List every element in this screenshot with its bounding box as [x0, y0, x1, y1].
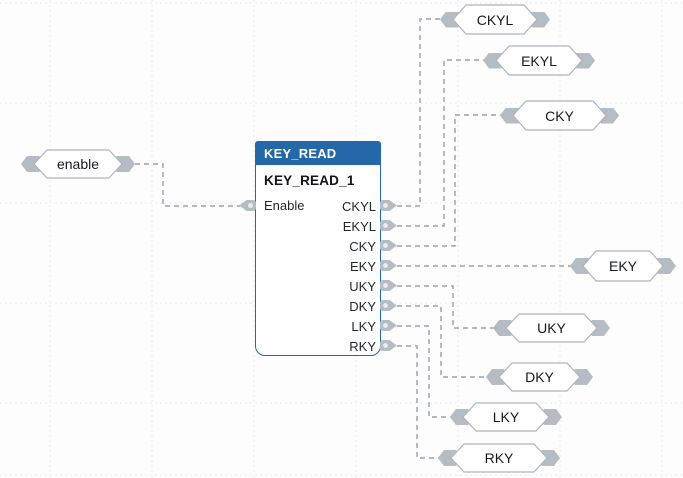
tag-hexagon [512, 100, 607, 131]
tag-label: enable [56, 156, 100, 172]
port-dot [383, 243, 388, 248]
port-dot [383, 283, 388, 288]
port-dot [383, 203, 388, 208]
tag-label: CKYL [476, 11, 514, 28]
block-instance-name: KEY_READ_1 [264, 173, 355, 188]
output-port-ekyl[interactable] [380, 220, 397, 231]
output-port-lky[interactable] [380, 320, 397, 331]
input-port-enable[interactable] [239, 200, 256, 211]
block-row-uky: UKY [256, 276, 380, 296]
wire-ckyl[interactable] [397, 18, 441, 207]
tag-hexagon [582, 250, 664, 282]
tag-enable[interactable]: enable [21, 149, 135, 179]
wire-ekyl[interactable] [397, 59, 484, 227]
tag-dky[interactable]: DKY [486, 362, 593, 392]
wire-enable-to-block[interactable] [135, 163, 240, 207]
tag-label: UKY [537, 320, 566, 336]
block-row-ckyl: CKYL [256, 196, 380, 216]
tag-label: EKYL [521, 52, 557, 69]
wire-rky[interactable] [397, 345, 439, 459]
output-pin-label-lky: LKY [351, 318, 376, 334]
tag-eky[interactable]: EKY [570, 250, 676, 282]
input-pin-label-enable: Enable [264, 198, 305, 213]
output-pin-label-eky: EKY [349, 258, 376, 274]
block-pin-rows: CKYL EKYL CKY EKY UKY DKY LKY RKY Enable [256, 196, 380, 356]
output-port-cky[interactable] [380, 240, 397, 251]
output-port-dky[interactable] [380, 300, 397, 311]
port-dot [383, 263, 388, 268]
port-dot [383, 323, 388, 328]
wire-uky[interactable] [397, 285, 494, 329]
output-pin-label-rky: RKY [349, 338, 376, 354]
output-port-rky[interactable] [380, 340, 397, 351]
tag-rky[interactable]: RKY [438, 443, 560, 473]
tag-hexagon [33, 149, 123, 179]
output-port-eky[interactable] [380, 260, 397, 271]
tag-hexagon [462, 402, 550, 432]
output-pin-label-ckyl: CKYL [342, 198, 376, 214]
wire-cky[interactable] [397, 114, 501, 247]
function-block[interactable]: KEY_READ KEY_READ_1 CKYL EKYL CKY EKY UKY DKY… [255, 141, 381, 356]
block-row-rky: RKY [256, 336, 380, 356]
tag-label: DKY [525, 369, 554, 385]
tag-hexagon [450, 443, 548, 473]
port-dot [383, 223, 388, 228]
tag-lky[interactable]: LKY [450, 402, 562, 432]
output-pin-label-cky: CKY [349, 238, 376, 254]
tag-ekyl[interactable]: EKYL [483, 45, 595, 76]
tag-hexagon [505, 313, 598, 343]
block-row-dky: DKY [256, 296, 380, 316]
block-title: KEY_READ [256, 142, 380, 165]
port-dot [248, 203, 253, 208]
wire-dky[interactable] [397, 305, 487, 378]
tag-label: EKY [608, 258, 637, 274]
block-row-cky: CKY [256, 236, 380, 256]
tag-ckyl[interactable]: CKYL [440, 4, 550, 35]
port-dot [383, 343, 388, 348]
output-port-uky[interactable] [380, 280, 397, 291]
tag-uky[interactable]: UKY [493, 313, 610, 343]
tag-cky[interactable]: CKY [500, 100, 619, 131]
tag-label: LKY [492, 409, 520, 425]
block-row-lky: LKY [256, 316, 380, 336]
block-row-ekyl: EKYL [256, 216, 380, 236]
tag-hexagon [495, 45, 583, 76]
tag-label: RKY [484, 450, 514, 466]
tag-label: CKY [545, 107, 574, 124]
output-pin-label-ekyl: EKYL [342, 218, 376, 234]
output-pin-label-uky: UKY [349, 278, 376, 294]
output-pin-label-dky: DKY [349, 298, 376, 314]
tag-hexagon [452, 4, 538, 35]
tag-hexagon [498, 362, 581, 392]
port-dot [383, 303, 388, 308]
block-row-eky: EKY [256, 256, 380, 276]
output-port-ckyl[interactable] [380, 200, 397, 211]
